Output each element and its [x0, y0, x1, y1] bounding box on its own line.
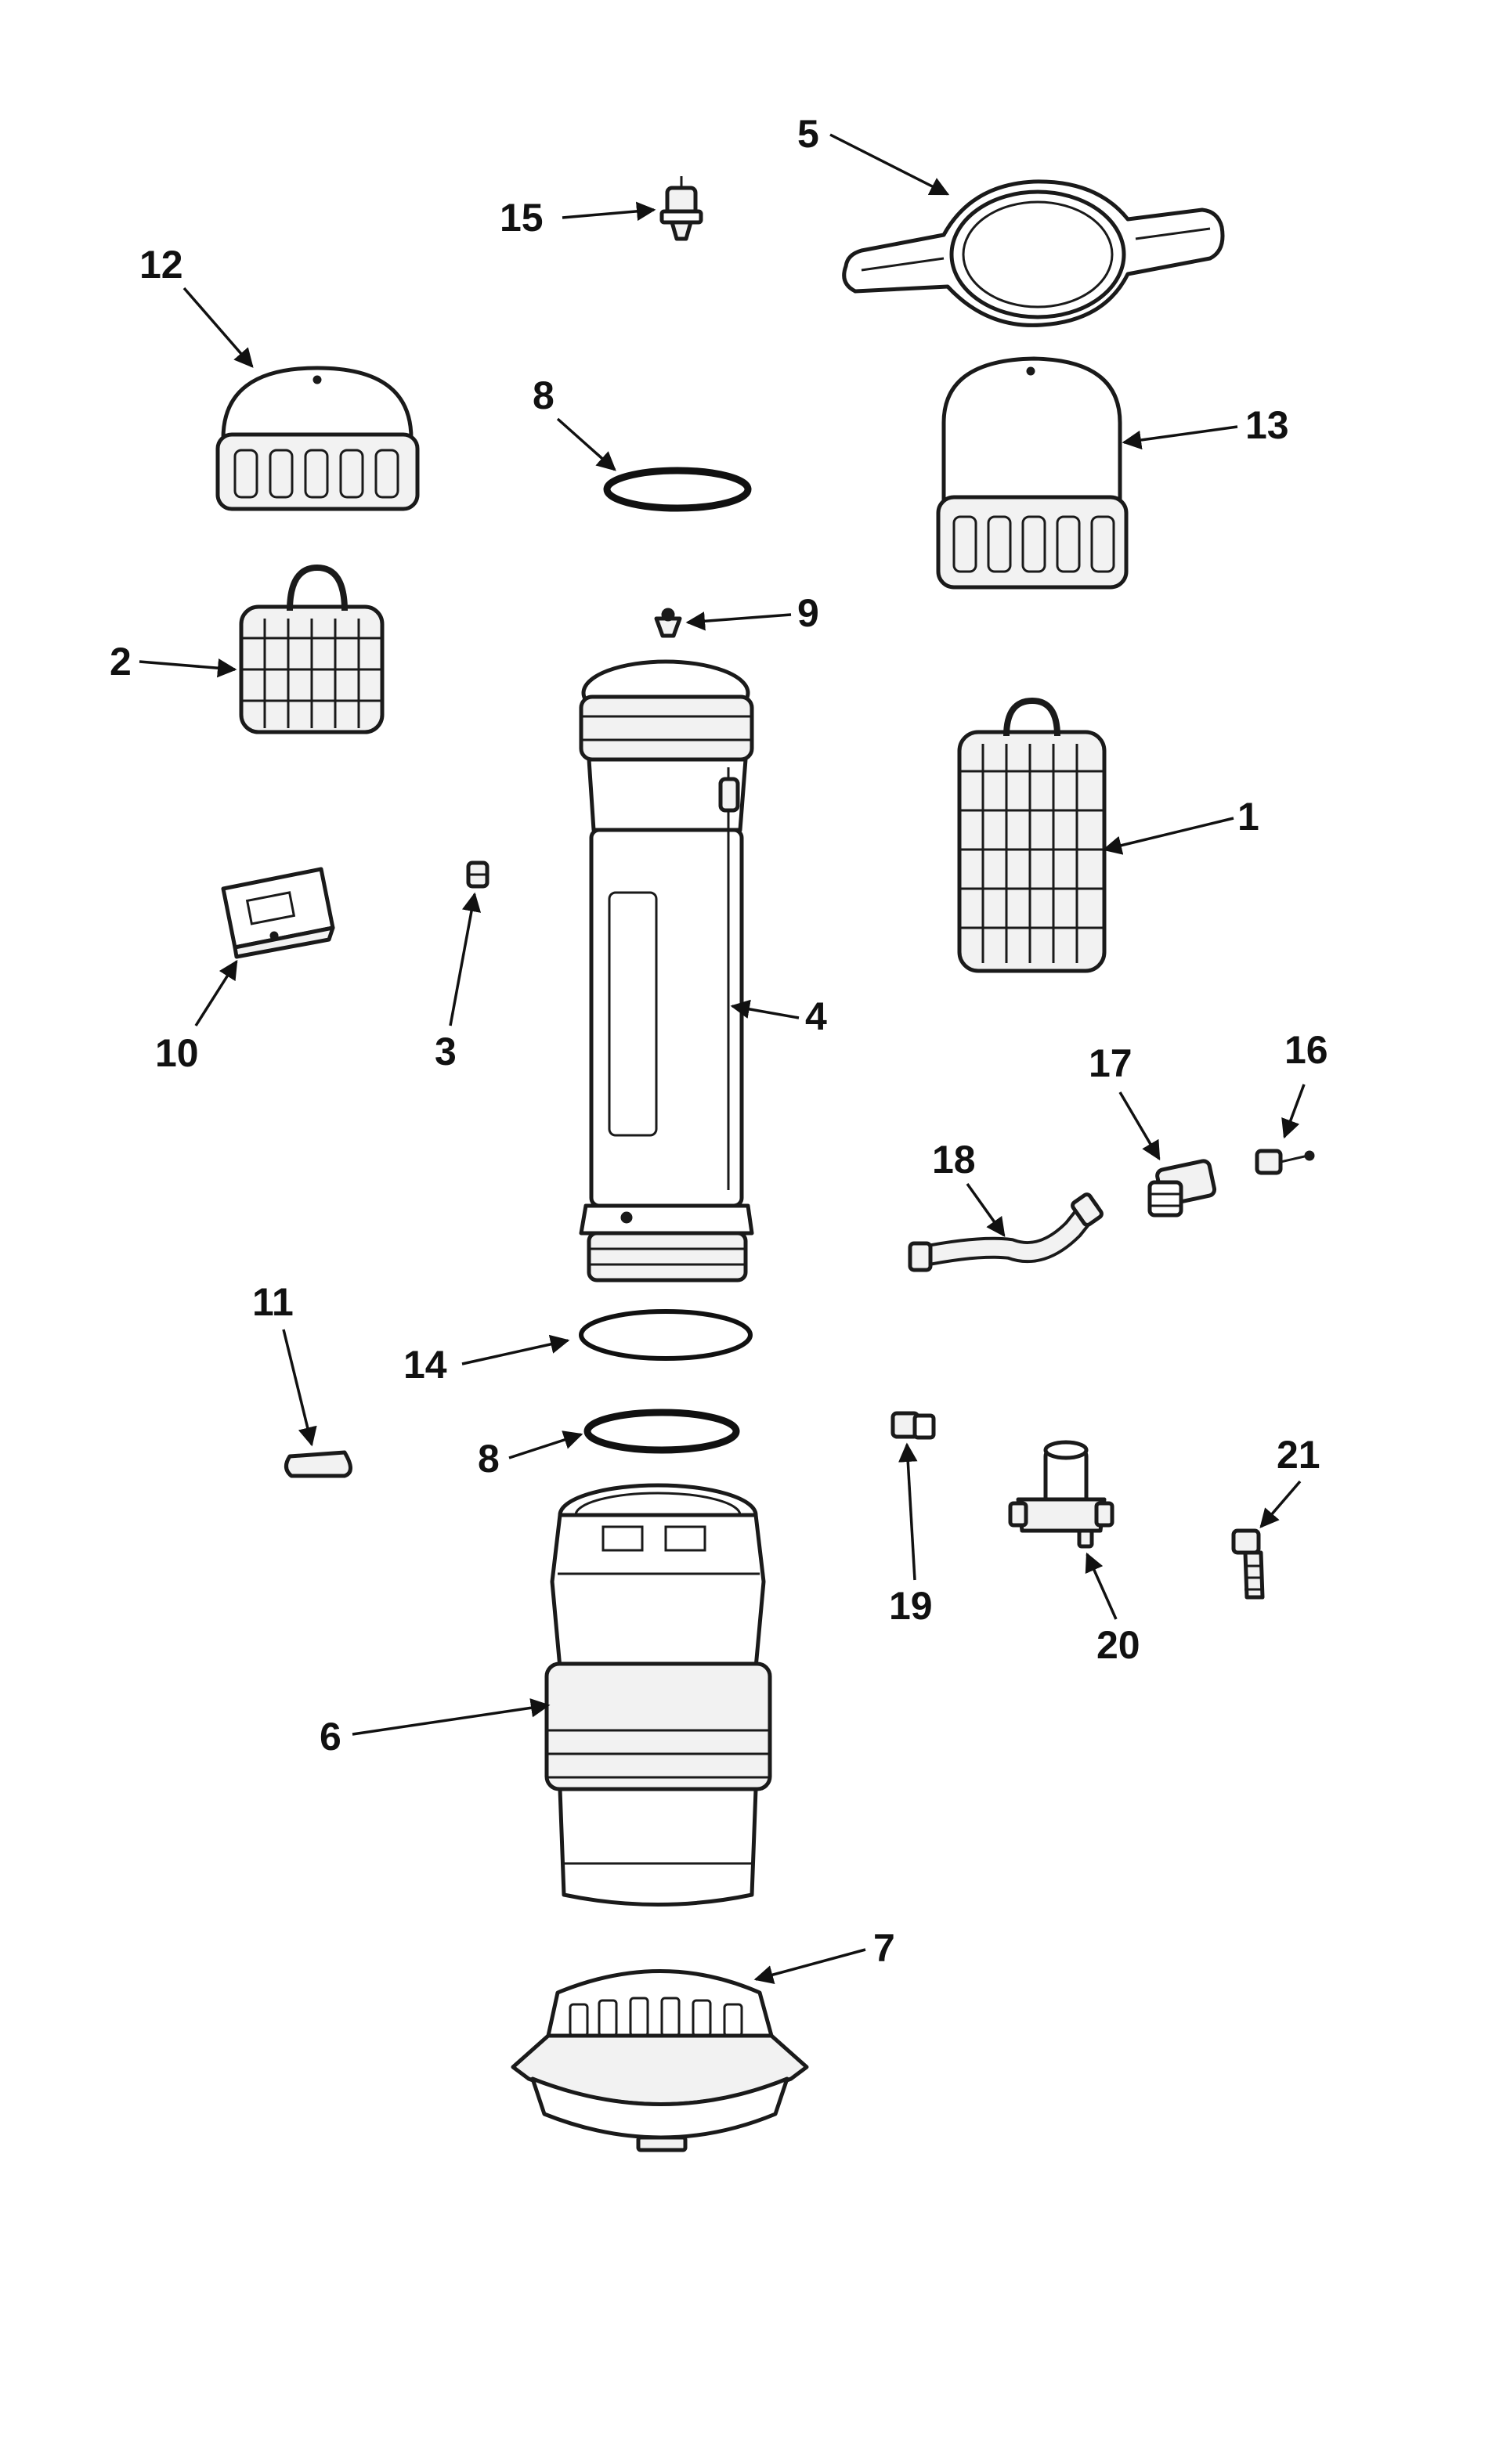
part-19-adapter: [890, 1411, 936, 1440]
label-8-top: 8: [533, 373, 616, 471]
label-12-text: 12: [139, 243, 183, 287]
label-13-text: 13: [1245, 403, 1289, 447]
label-7-text: 7: [873, 1926, 895, 1970]
part-8-lower-oring: [583, 1409, 740, 1454]
part-3-fitting: [466, 860, 489, 889]
part-17-elbow-valve: [1147, 1159, 1217, 1218]
label-3: 3: [435, 892, 482, 1073]
part-4-tank-body: [579, 659, 754, 1283]
part-13-large-cap: [936, 356, 1129, 590]
label-11: 11: [252, 1280, 317, 1447]
part-2-small-filter: [239, 564, 385, 734]
label-16-text: 16: [1284, 1028, 1328, 1072]
label-6-text: 6: [320, 1715, 341, 1759]
label-4-text: 4: [805, 994, 827, 1038]
label-20-text: 20: [1096, 1623, 1140, 1667]
label-9-text: 9: [797, 591, 819, 635]
label-5-text: 5: [797, 112, 819, 156]
part-6-lower-housing: [544, 1483, 772, 1907]
label-13: 13: [1122, 403, 1289, 450]
label-5: 5: [797, 112, 950, 196]
label-14: 14: [403, 1334, 570, 1387]
part-12-small-cap: [215, 366, 420, 511]
label-15-text: 15: [500, 196, 544, 240]
label-16: 16: [1281, 1028, 1328, 1139]
label-7: 7: [753, 1926, 895, 1985]
label-19-text: 19: [889, 1584, 933, 1628]
label-10: 10: [155, 959, 238, 1075]
part-21-barbed-elbow: [1231, 1528, 1265, 1600]
label-10-text: 10: [155, 1031, 199, 1075]
part-1-large-filter: [957, 697, 1107, 973]
label-2-text: 2: [110, 640, 132, 684]
label-2: 2: [110, 640, 237, 684]
label-8-lower-text: 8: [478, 1437, 500, 1481]
label-11-text: 11: [252, 1280, 294, 1324]
label-8-lower: 8: [478, 1430, 583, 1481]
label-9: 9: [685, 591, 819, 635]
label-21: 21: [1259, 1433, 1320, 1528]
label-21-text: 21: [1277, 1433, 1320, 1477]
part-14-oring: [579, 1309, 753, 1361]
part-10-timer-box: [221, 867, 335, 959]
part-11-clip: [284, 1450, 352, 1478]
part-9-plug: [654, 608, 682, 638]
label-18: 18: [932, 1138, 1006, 1237]
label-15: 15: [500, 196, 656, 240]
label-17: 17: [1089, 1041, 1161, 1161]
label-18-text: 18: [932, 1138, 976, 1181]
label-1-text: 1: [1237, 795, 1259, 839]
label-20: 20: [1085, 1552, 1140, 1667]
part-20-solenoid-valve: [1008, 1440, 1114, 1549]
label-17-text: 17: [1089, 1041, 1132, 1085]
part-16-drain-fitting: [1255, 1149, 1315, 1175]
label-19: 19: [889, 1442, 933, 1628]
label-14-text: 14: [403, 1343, 447, 1387]
label-12: 12: [139, 243, 254, 368]
label-6: 6: [320, 1698, 551, 1759]
part-7-base: [511, 1969, 809, 2152]
label-1: 1: [1102, 795, 1259, 855]
part-15-valve: [659, 176, 703, 241]
label-4: 4: [730, 994, 827, 1038]
part-18-hose: [908, 1192, 1104, 1272]
part-5-wrench: [842, 179, 1225, 327]
label-3-text: 3: [435, 1030, 457, 1073]
label-8-top-text: 8: [533, 373, 555, 417]
part-8-top-oring: [603, 467, 752, 512]
